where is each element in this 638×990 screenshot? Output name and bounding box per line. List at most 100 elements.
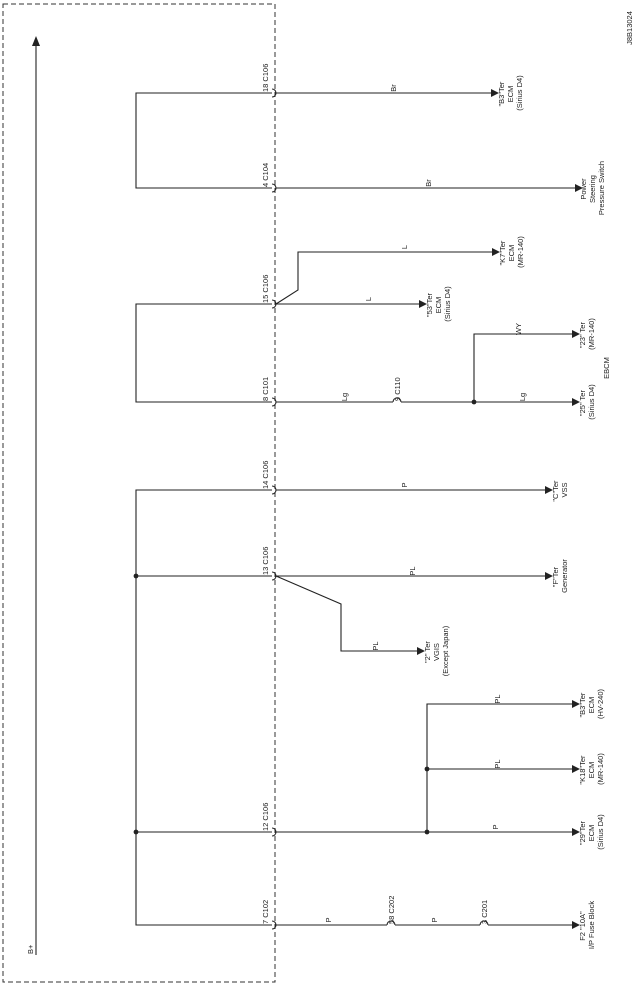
terminal-arrow	[545, 486, 553, 494]
terminal-line: (Except Japan)	[441, 625, 450, 676]
terminal-arrow	[545, 572, 553, 580]
loop-c106-15-c101-8	[135, 303, 272, 403]
wire-color-label: Lg	[340, 393, 349, 401]
connector-symbol-c202	[386, 920, 396, 926]
terminal-arrow	[491, 89, 499, 97]
terminal-line: VSS	[560, 482, 569, 497]
terminal-line: (MR-140)	[587, 318, 596, 350]
connector-pin: 7	[261, 920, 270, 924]
svg-text:9 C110: 9 C110	[393, 377, 402, 401]
connector-symbol-c110	[392, 397, 402, 403]
terminal-line: ECM	[587, 825, 596, 842]
svg-text:4 C104: 4 C104	[261, 163, 270, 187]
terminal-line: "F"Ter	[551, 566, 560, 587]
trunk-bottom	[135, 489, 272, 926]
connector-name: C104	[261, 163, 270, 181]
wire-c106-15-k7	[275, 251, 494, 305]
terminal-line: Generator	[560, 559, 569, 593]
terminal-line: (Sirius D4)	[587, 384, 596, 420]
svg-text:8 C101: 8 C101	[261, 377, 270, 401]
svg-text:12 C106: 12 C106	[261, 803, 270, 831]
terminal-arrow	[417, 647, 425, 655]
svg-text:3 C201: 3 C201	[480, 900, 489, 924]
connector-pin: 9	[393, 397, 402, 401]
figure-code: J8B13024	[625, 11, 634, 45]
svg-text:18 C106: 18 C106	[261, 64, 270, 92]
connector-pin: 12	[261, 823, 270, 831]
connector-name: C201	[480, 900, 489, 918]
terminal-line: (HV-240)	[596, 688, 605, 719]
terminal-arrow	[492, 248, 500, 256]
terminal-line: "2" Ter	[423, 641, 432, 663]
junction-dot	[424, 829, 430, 835]
svg-text:"25" Ter (Sirius D4): "25" Ter (Sirius D4)	[578, 384, 596, 420]
terminal-line: (Sirius D4)	[443, 286, 452, 322]
connector-name: C106	[261, 275, 270, 293]
terminal-line: ECM	[587, 697, 596, 714]
terminal-line: "53"Ter	[425, 293, 434, 318]
terminal-line: "K7"Ter	[498, 240, 507, 265]
svg-text:"23" Ter (MR-140): "23" Ter (MR-140)	[578, 318, 596, 350]
wire-color-label: PL	[493, 759, 502, 768]
wire-color-label: PL	[493, 694, 502, 703]
svg-text:"C"Ter VSS: "C"Ter VSS	[551, 478, 569, 501]
terminal-line: "23" Ter	[578, 322, 587, 349]
svg-text:"B3"Ter ECM (HV-24: "B3"Ter ECM (HV-240)	[578, 688, 605, 719]
connector-name: C101	[261, 377, 270, 395]
connector-name: C202	[387, 896, 396, 914]
connector-name: C106	[261, 803, 270, 821]
terminal-line: (MR-140)	[516, 236, 525, 268]
connector-name: C106	[261, 64, 270, 82]
svg-text:"K7"Ter ECM (MR-14: "K7"Ter ECM (MR-140)	[498, 236, 525, 268]
svg-text:"B3"Ter ECM (Siriu: "B3"Ter ECM (Sirius D4)	[497, 75, 524, 111]
terminal-line: ECM	[507, 245, 516, 262]
terminal-arrow	[572, 765, 580, 773]
terminal-line: "B3"Ter	[497, 81, 506, 106]
terminal-arrow	[572, 921, 580, 929]
connector-symbol-c201	[479, 920, 489, 926]
svg-text:7 C102: 7 C102	[261, 900, 270, 924]
connector-pin: 18	[261, 84, 270, 92]
wire-c106-13-vgis	[275, 575, 419, 652]
junction-dot	[424, 766, 430, 772]
connector-pin: 13	[261, 567, 270, 575]
svg-text:14 C106: 14 C106	[261, 461, 270, 489]
terminal-arrow	[419, 300, 427, 308]
svg-text:Power Steering Pre: Power Steering Pressure Switch	[579, 161, 606, 215]
terminal-line: Power	[579, 178, 588, 200]
connector-pin: 14	[261, 481, 270, 489]
wire-color-label: Lg	[518, 393, 527, 401]
svg-text:"F"Ter Generator: "F"Ter Generator	[551, 559, 569, 593]
terminal-line: ECM	[506, 86, 515, 103]
bplus-label: B+	[26, 944, 35, 954]
terminal-line: ECM	[434, 297, 443, 314]
junction-dot	[133, 829, 139, 835]
svg-text:58 C202: 58 C202	[387, 896, 396, 924]
wire-color-label: PL	[408, 566, 417, 575]
wire-color-label: Br	[424, 179, 433, 187]
connector-pin: 4	[261, 183, 270, 187]
wire-color-label: P	[491, 824, 500, 829]
terminal-line: "C"Ter	[551, 480, 560, 502]
junction-dot	[471, 399, 477, 405]
connector-name: C106	[261, 547, 270, 565]
wire-color-label: PL	[371, 641, 380, 650]
svg-text:EBCM: EBCM	[602, 357, 611, 379]
svg-text:"2" Ter VGIS (Exce: "2" Ter VGIS (Except Japan)	[423, 625, 450, 676]
svg-text:F2 "10A" I/P Fuse Block: F2 "10A" I/P Fuse Block	[578, 901, 596, 949]
wire-color-label: P	[430, 917, 439, 922]
terminal-arrow	[572, 700, 580, 708]
terminal-arrow	[572, 828, 580, 836]
connector-name: C102	[261, 900, 270, 918]
terminal-line: "29"Ter	[578, 821, 587, 846]
connector-pin: 58	[387, 916, 396, 924]
terminal-arrow	[572, 398, 580, 406]
terminal-line: EBCM	[602, 357, 611, 379]
wire-color-label: L	[364, 297, 373, 301]
terminal-line: Steering	[588, 175, 597, 203]
terminal-line: (Sirius D4)	[596, 814, 605, 850]
terminal-line: "K18"Ter	[578, 755, 587, 785]
junction-dot	[133, 573, 139, 579]
wire-color-label: WY	[514, 323, 523, 335]
